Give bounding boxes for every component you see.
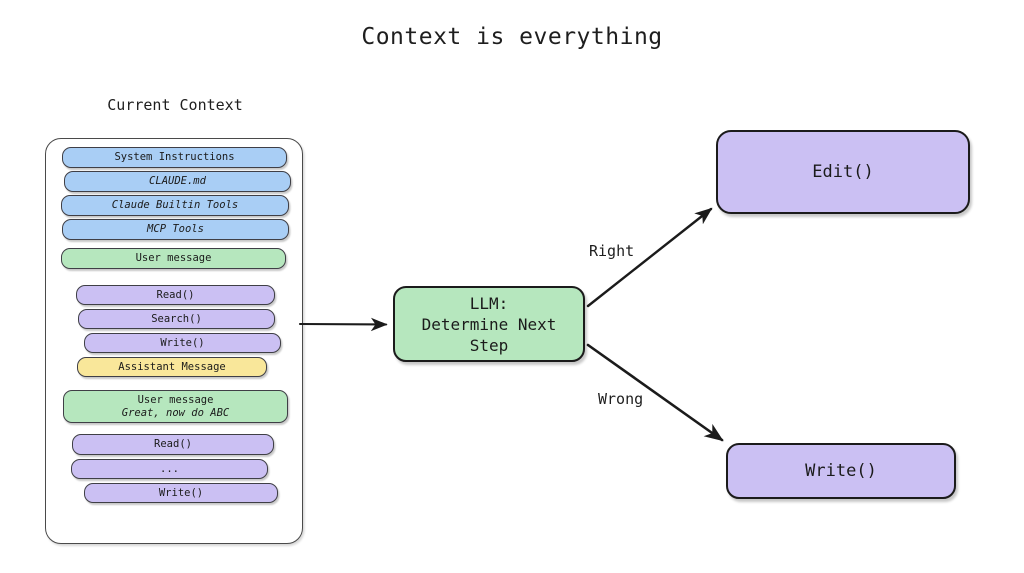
context-item-label: Write(): [158, 486, 204, 499]
context-item-label: MCP Tools: [147, 223, 204, 235]
context-item-sublabel: Great, now do ABC: [121, 406, 230, 419]
context-item-label: Search(): [151, 312, 202, 325]
context-item-label: Read(): [154, 438, 192, 450]
context-item[interactable]: Assistant Message: [77, 357, 267, 377]
context-item-label: Write(): [160, 336, 205, 349]
context-item-label: User message: [135, 252, 212, 264]
edge-label-wrong: Wrong: [598, 390, 644, 408]
context-item[interactable]: MCP Tools: [62, 219, 289, 240]
context-item[interactable]: User message: [61, 248, 286, 269]
llm-node-line1: LLM:: [469, 293, 509, 313]
llm-node[interactable]: LLM: Determine Next Step: [393, 286, 585, 362]
context-item[interactable]: Write(): [84, 483, 278, 503]
context-item-label: Claude Builtin Tools: [111, 199, 239, 211]
context-item-label: Assistant Message: [118, 360, 226, 373]
context-item[interactable]: ...: [71, 459, 268, 479]
context-item[interactable]: Write(): [84, 333, 281, 353]
context-panel-label: Current Context: [107, 96, 243, 114]
llm-node-line2: Determine Next: [421, 314, 557, 334]
outcome-node-edit-label: Edit(): [812, 162, 874, 182]
context-item-label: ...: [160, 462, 179, 475]
context-item[interactable]: Read(): [72, 434, 274, 455]
outcome-node-write[interactable]: Write(): [726, 443, 956, 499]
context-item[interactable]: System Instructions: [62, 147, 287, 168]
context-item[interactable]: Read(): [76, 285, 275, 305]
context-item[interactable]: Search(): [78, 309, 275, 329]
context-item-label: User message: [137, 393, 214, 406]
context-item-label: CLAUDE.md: [149, 175, 206, 187]
page-title: Context is everything: [361, 24, 663, 50]
context-item-label: Read(): [156, 288, 195, 301]
outcome-node-write-label: Write(): [805, 461, 877, 481]
outcome-node-edit[interactable]: Edit(): [716, 130, 970, 214]
arrow-context-to-llm: [298, 317, 388, 332]
context-item[interactable]: CLAUDE.md: [64, 171, 291, 192]
edge-label-right: Right: [589, 242, 635, 260]
llm-node-line3: Step: [469, 335, 509, 355]
context-item-label: System Instructions: [114, 151, 235, 163]
context-item[interactable]: Claude Builtin Tools: [61, 195, 289, 216]
